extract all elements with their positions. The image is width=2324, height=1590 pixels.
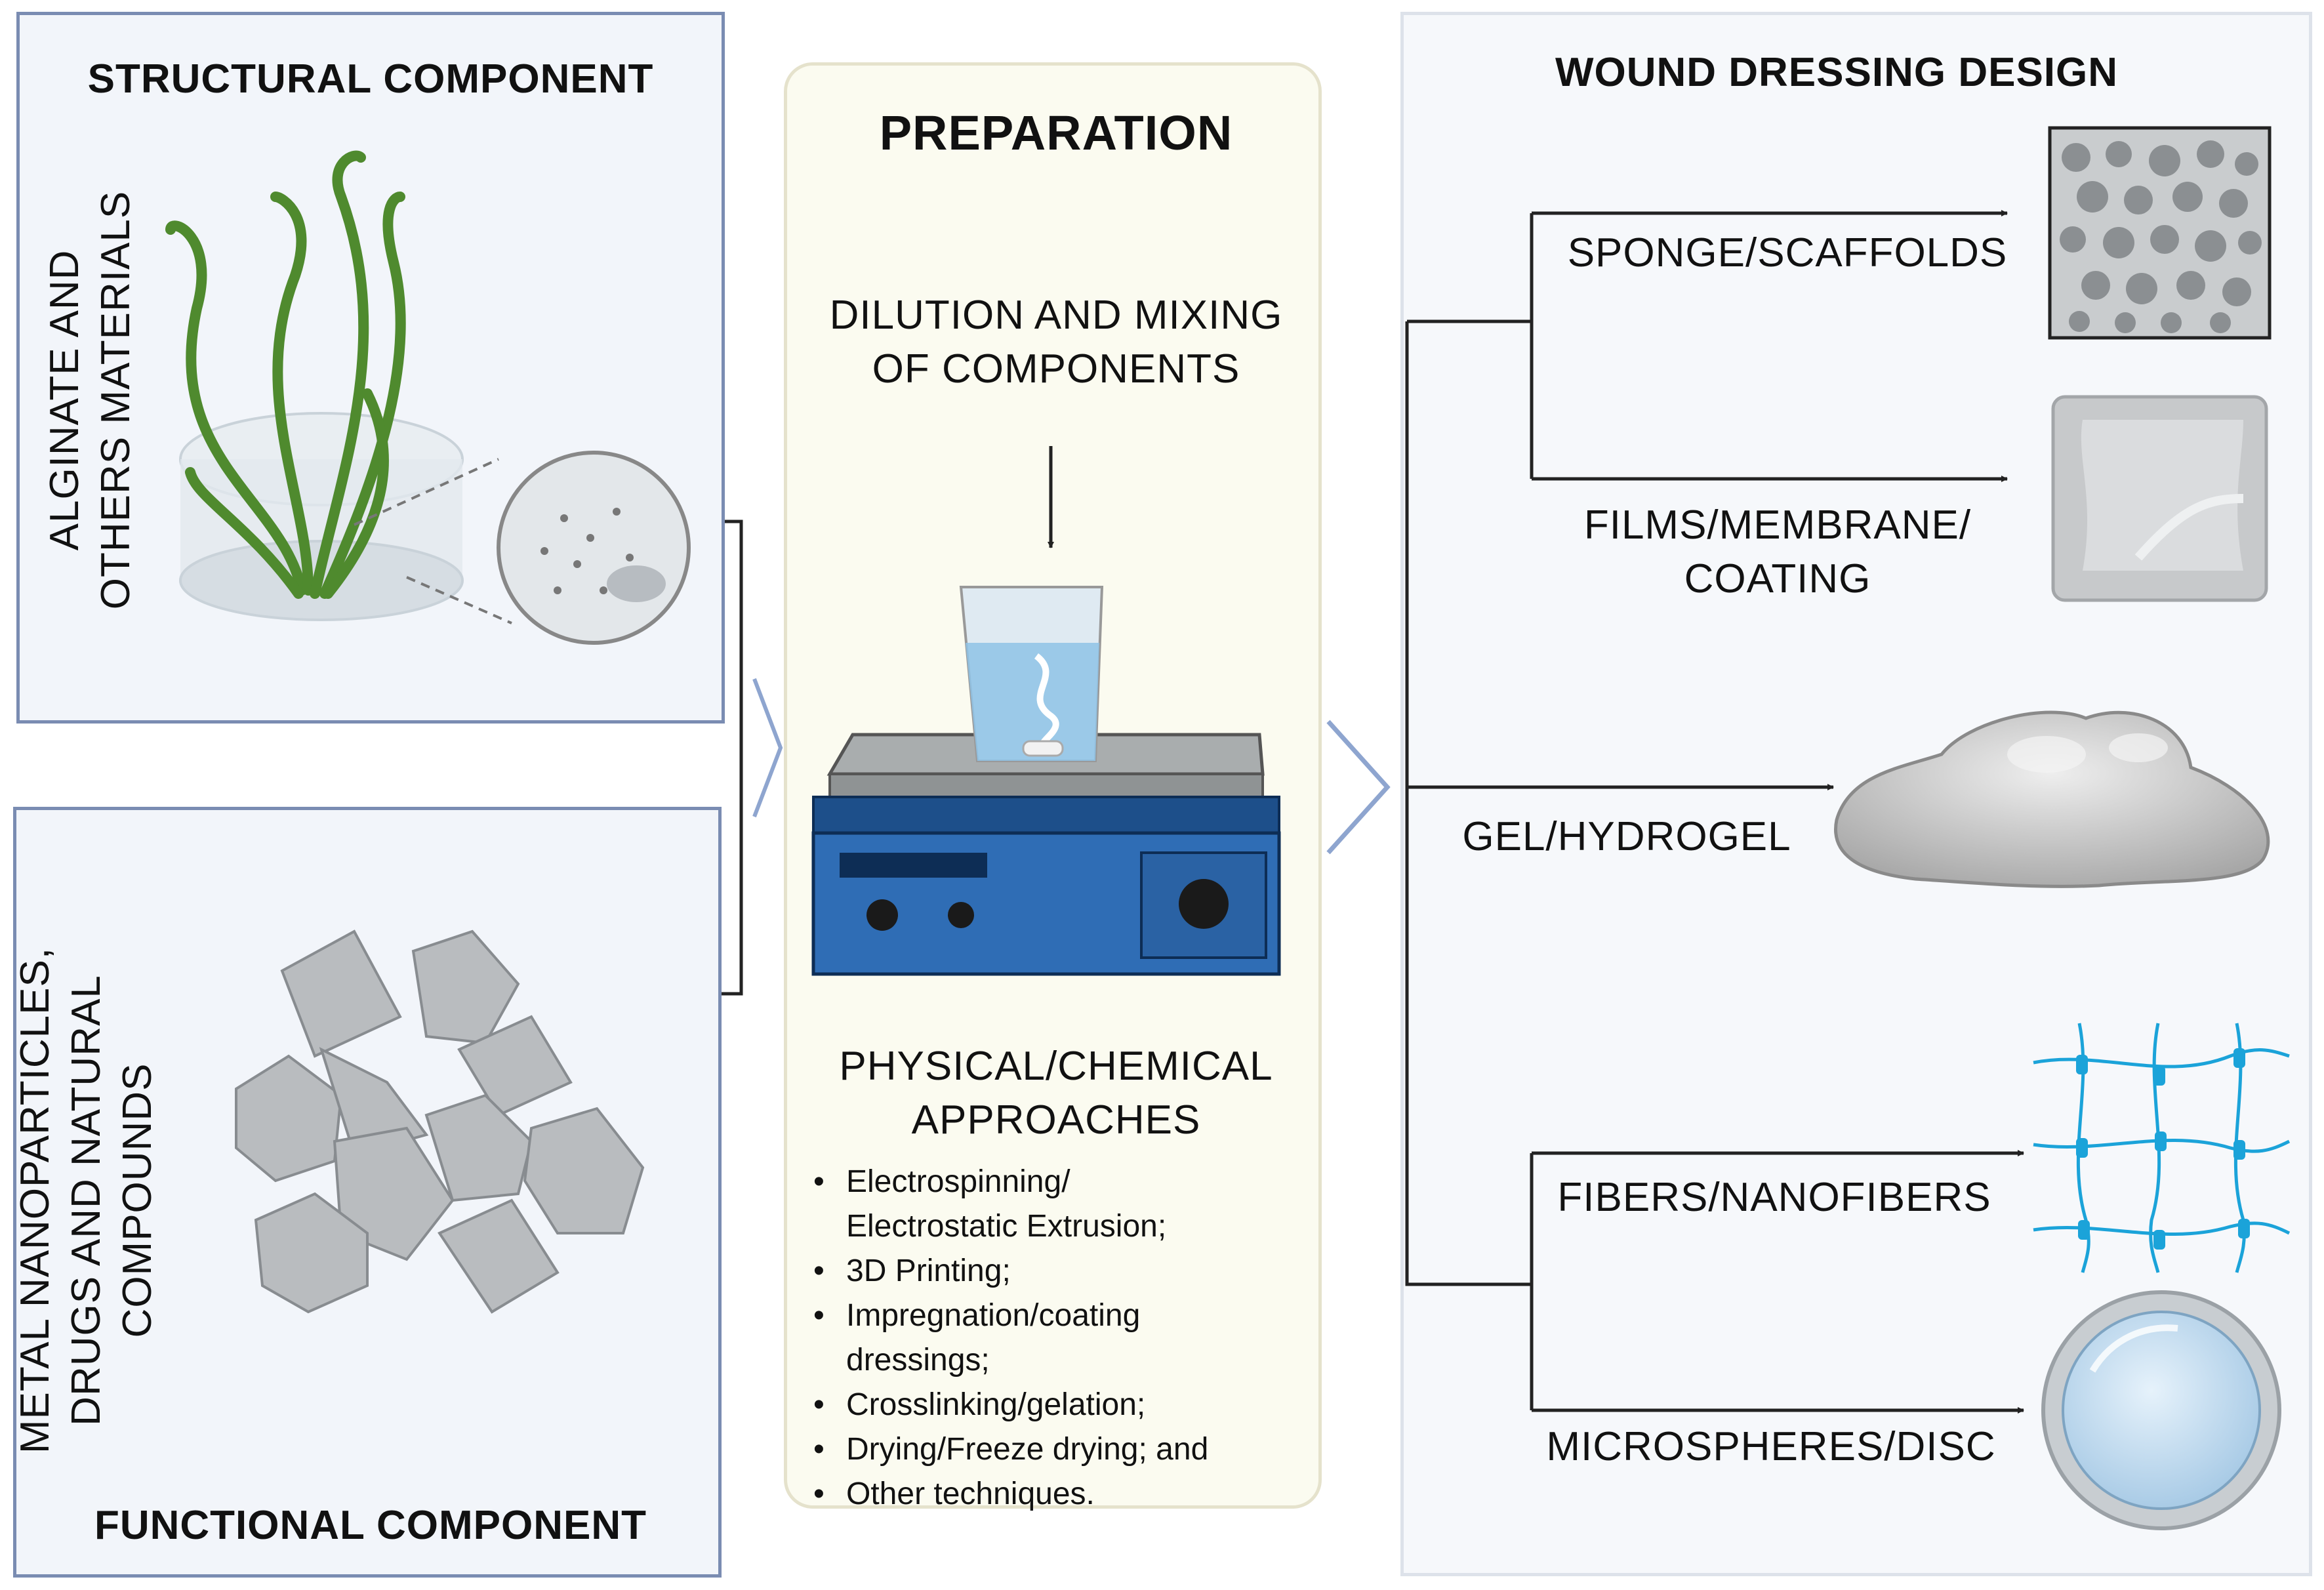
microspheres-disc-label: MICROSPHERES/DISC xyxy=(1546,1424,1996,1469)
functional-component-title: FUNCTIONAL COMPONENT xyxy=(94,1503,647,1548)
fibers-nanofibers-label: FIBERS/NANOFIBERS xyxy=(1557,1175,1991,1220)
structural-component-title: STRUCTURAL COMPONENT xyxy=(87,56,654,102)
chevron-right-icon xyxy=(1326,720,1391,855)
list-item: Crosslinking/gelation; xyxy=(813,1383,1208,1427)
list-item: Electrospinning/ xyxy=(813,1160,1208,1204)
list-item: Electrostatic Extrusion; xyxy=(846,1209,1167,1244)
gel-hydrogel-label: GEL/HYDROGEL xyxy=(1462,814,1791,859)
left-bracket-connector xyxy=(722,520,743,996)
techniques-list: Electrospinning/ Electrostatic Extrusion… xyxy=(813,1160,1208,1517)
list-item: 3D Printing; xyxy=(813,1249,1208,1294)
preparation-title: PREPARATION xyxy=(879,106,1233,160)
chevron-right-icon xyxy=(752,678,783,818)
list-item: Other techniques. xyxy=(813,1472,1208,1517)
fiber-node-icons xyxy=(2076,1048,2250,1250)
sponge-scaffolds-label: SPONGE/SCAFFOLDS xyxy=(1567,230,2008,275)
nanoparticle-crystals-icon xyxy=(235,929,645,1314)
microsphere-disc-icon xyxy=(2041,1290,2281,1530)
dilution-mixing-label: DILUTION AND MIXING OF COMPONENTS xyxy=(829,293,1283,392)
film-membrane-icon xyxy=(2051,395,2268,602)
alginate-plant-icon xyxy=(165,150,691,645)
wound-dressing-design-title: WOUND DRESSING DESIGN xyxy=(1555,50,2119,95)
gel-hydrogel-icon xyxy=(1834,710,2270,888)
list-item: dressings; xyxy=(846,1343,990,1377)
sponge-scaffold-icon xyxy=(2048,126,2272,340)
list-item: Drying/Freeze drying; and xyxy=(813,1427,1208,1472)
output-tree-connector xyxy=(1405,210,2024,1414)
list-item: Impregnation/coating xyxy=(813,1294,1208,1338)
films-membrane-label: FILMS/MEMBRANE/ COATING xyxy=(1583,502,1972,601)
physical-chemical-label: PHYSICAL/CHEMICAL APPROACHES xyxy=(839,1044,1273,1143)
magnetic-stirrer-icon xyxy=(811,586,1281,976)
